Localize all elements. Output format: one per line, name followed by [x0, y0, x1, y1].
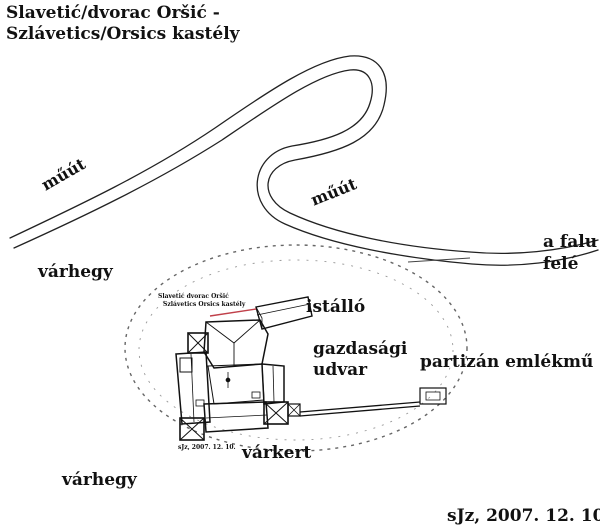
memorial-monument: [419, 387, 447, 405]
inset-date: sJz, 2007. 12. 10.: [178, 444, 236, 451]
castle-hill-label-south: várhegy: [62, 470, 137, 490]
castle-hill-label-north: várhegy: [38, 262, 113, 282]
stable-label: istálló: [306, 297, 366, 317]
village-path: [407, 257, 471, 263]
map-title-line2: Szlávetics/Orsics kastély: [6, 24, 240, 44]
castle-garden-label: várkert: [242, 443, 312, 463]
stable-connector-line: [209, 308, 257, 317]
village-label-line2: felé: [543, 254, 579, 274]
map-title-line1: Slavetić/dvorac Oršić -: [6, 3, 220, 23]
stable-building: [255, 296, 313, 330]
inset-title-line1: Slavetić dvorac Oršić: [158, 293, 229, 300]
farmyard-label-line1: gazdasági: [313, 339, 408, 359]
village-label-line1: a falu: [543, 232, 598, 252]
road-double-line: [9, 55, 599, 266]
farmyard-label-line2: udvar: [313, 360, 368, 380]
garden-wall: [299, 401, 421, 417]
memorial-label: partizán emlékmű: [420, 352, 594, 372]
map-signature: sJz, 2007. 12. 10.: [447, 506, 600, 526]
inset-title-line2: Szlávetics Orsics kastély: [163, 301, 246, 308]
castle-complex: [175, 319, 301, 441]
castle-hill-hachures: [124, 244, 468, 452]
